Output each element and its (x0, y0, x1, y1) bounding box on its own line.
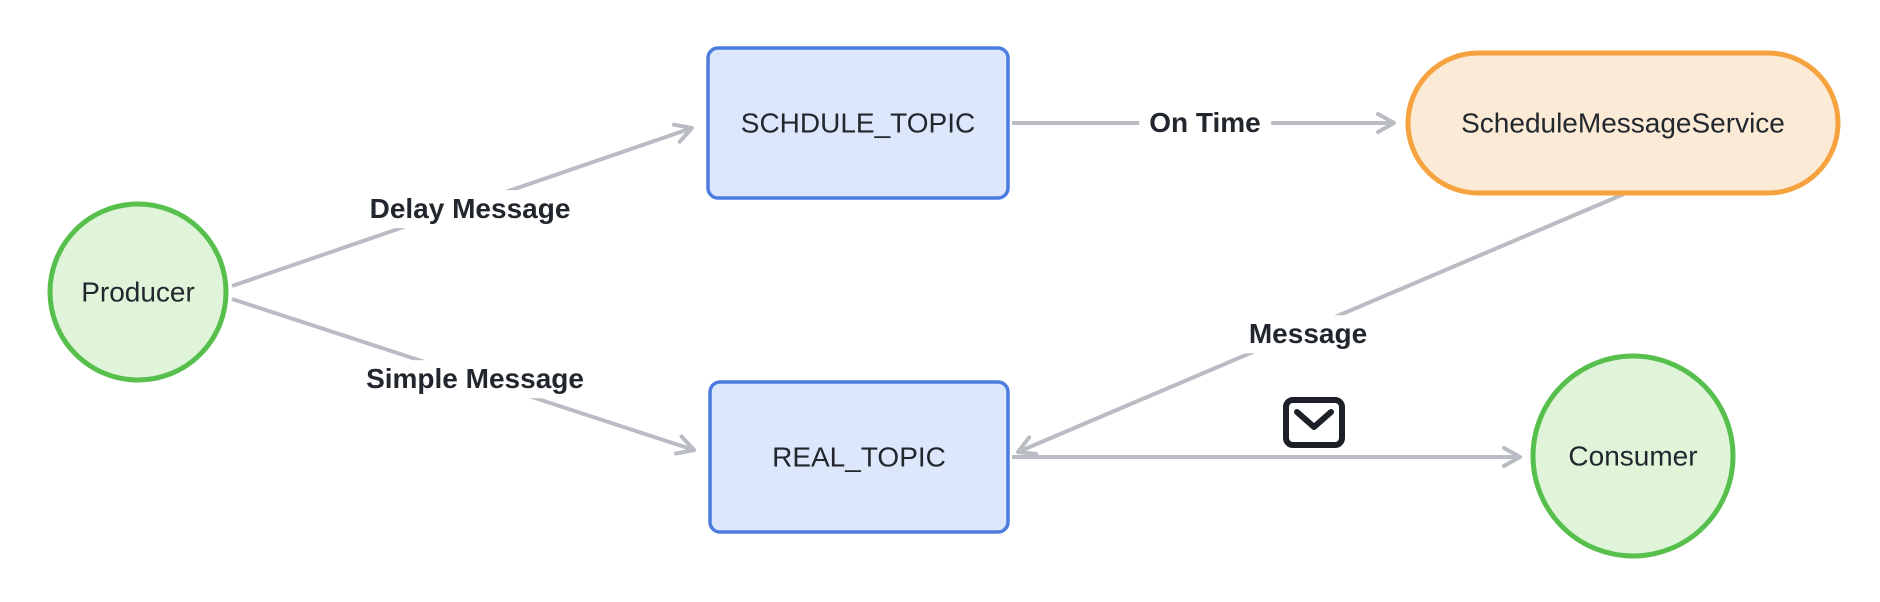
node-label-schedule-topic: SCHDULE_TOPIC (741, 108, 975, 139)
node-consumer: Consumer (1530, 353, 1736, 559)
node-label-schedule-message-service: ScheduleMessageService (1461, 108, 1785, 139)
edge-label-producer-to-schedule-topic: Delay Message (359, 190, 581, 228)
edge-label-service-to-real-topic: Message (1238, 315, 1378, 353)
edge-label-schedule-topic-to-service: On Time (1139, 104, 1271, 142)
node-producer: Producer (47, 201, 229, 383)
edge-label-producer-to-real-topic: Simple Message (356, 360, 594, 398)
node-label-producer: Producer (81, 277, 195, 308)
node-schedule-topic: SCHDULE_TOPIC (706, 46, 1010, 200)
node-schedule-message-service: ScheduleMessageService (1405, 50, 1841, 196)
node-label-consumer: Consumer (1568, 441, 1697, 472)
node-real-topic: REAL_TOPIC (708, 380, 1010, 534)
envelope-icon (1283, 397, 1345, 448)
node-label-real-topic: REAL_TOPIC (772, 442, 946, 473)
